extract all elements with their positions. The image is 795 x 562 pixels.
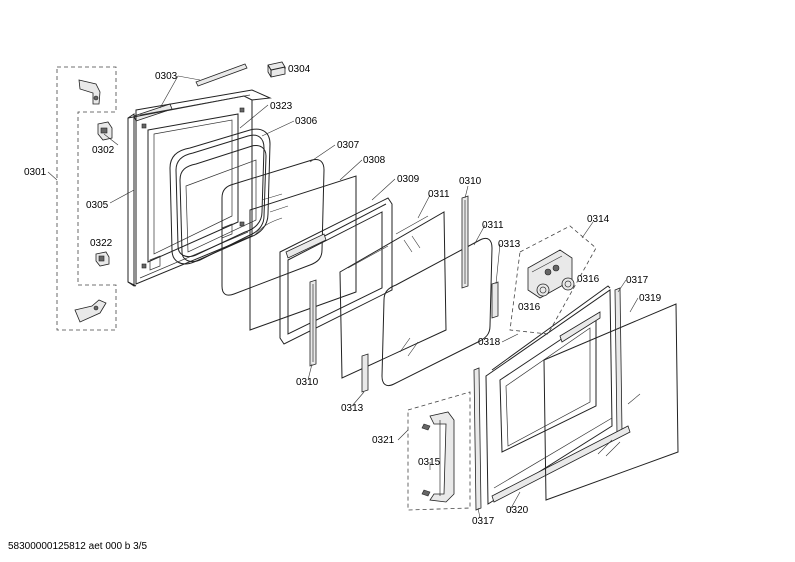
strip-0310-left: [309, 279, 317, 367]
label-0306: 0306: [295, 116, 318, 127]
label-0321: 0321: [372, 435, 395, 446]
clip-0302: [97, 121, 113, 141]
label-0313b: 0313: [341, 403, 364, 414]
group-0301-outline: [47, 66, 117, 331]
label-0320: 0320: [506, 505, 529, 516]
hinge-bracket-bottom: [74, 299, 107, 323]
hinge-bracket-top: [78, 79, 101, 105]
glass-0308: [249, 175, 357, 331]
clip-0322: [95, 251, 110, 267]
glass-0307: [221, 159, 325, 296]
strip-0310-right: [461, 195, 469, 289]
label-0309: 0309: [397, 174, 420, 185]
label-0303: 0303: [155, 71, 178, 82]
outer-door-frame-0318: [485, 285, 613, 505]
label-0323: 0323: [270, 101, 293, 112]
glass-0311-left: [339, 211, 447, 379]
glass-0311-right: [381, 237, 493, 387]
label-0318: 0318: [478, 337, 501, 348]
outer-glass-0319: [543, 303, 679, 501]
label-0319: 0319: [639, 293, 662, 304]
label-0322: 0322: [90, 238, 113, 249]
group-0321-outline: [407, 391, 471, 511]
label-0315: 0315: [418, 457, 441, 468]
strip-0317-left: [473, 367, 482, 511]
label-0308: 0308: [363, 155, 386, 166]
label-0310b: 0310: [296, 377, 319, 388]
label-0317b: 0317: [472, 516, 495, 527]
label-0304: 0304: [288, 64, 311, 75]
door-seal-0306: [169, 128, 271, 265]
part-labels: 0301 0303 0304 0302 0305 0322 0323 0306 …: [24, 64, 662, 527]
group-0314-outline: [509, 225, 597, 335]
label-0305: 0305: [86, 200, 109, 211]
frame-0309: [279, 197, 393, 345]
label-0311b: 0311: [482, 220, 504, 231]
rail-0320: [491, 425, 631, 503]
strip-0313-bottom: [361, 353, 369, 393]
label-0310a: 0310: [459, 176, 482, 187]
document-footer: 58300000125812 aet 000 b 3/5: [8, 541, 148, 552]
leader-lines: [103, 67, 639, 519]
label-0311a: 0311: [428, 189, 450, 200]
label-0313a: 0313: [498, 239, 521, 250]
label-0301: 0301: [24, 167, 47, 178]
inner-door-frame-0305: [127, 89, 272, 287]
label-0316b: 0316: [518, 302, 541, 313]
label-0316a: 0316: [577, 274, 600, 285]
label-0302: 0302: [92, 145, 115, 156]
cap-0304: [267, 61, 286, 78]
label-0307: 0307: [337, 140, 360, 151]
strip-0317-right: [614, 287, 623, 435]
strip-0313-right: [491, 281, 499, 319]
rail-0303: [133, 63, 248, 122]
label-0317a: 0317: [626, 275, 649, 286]
label-0314: 0314: [587, 214, 610, 225]
